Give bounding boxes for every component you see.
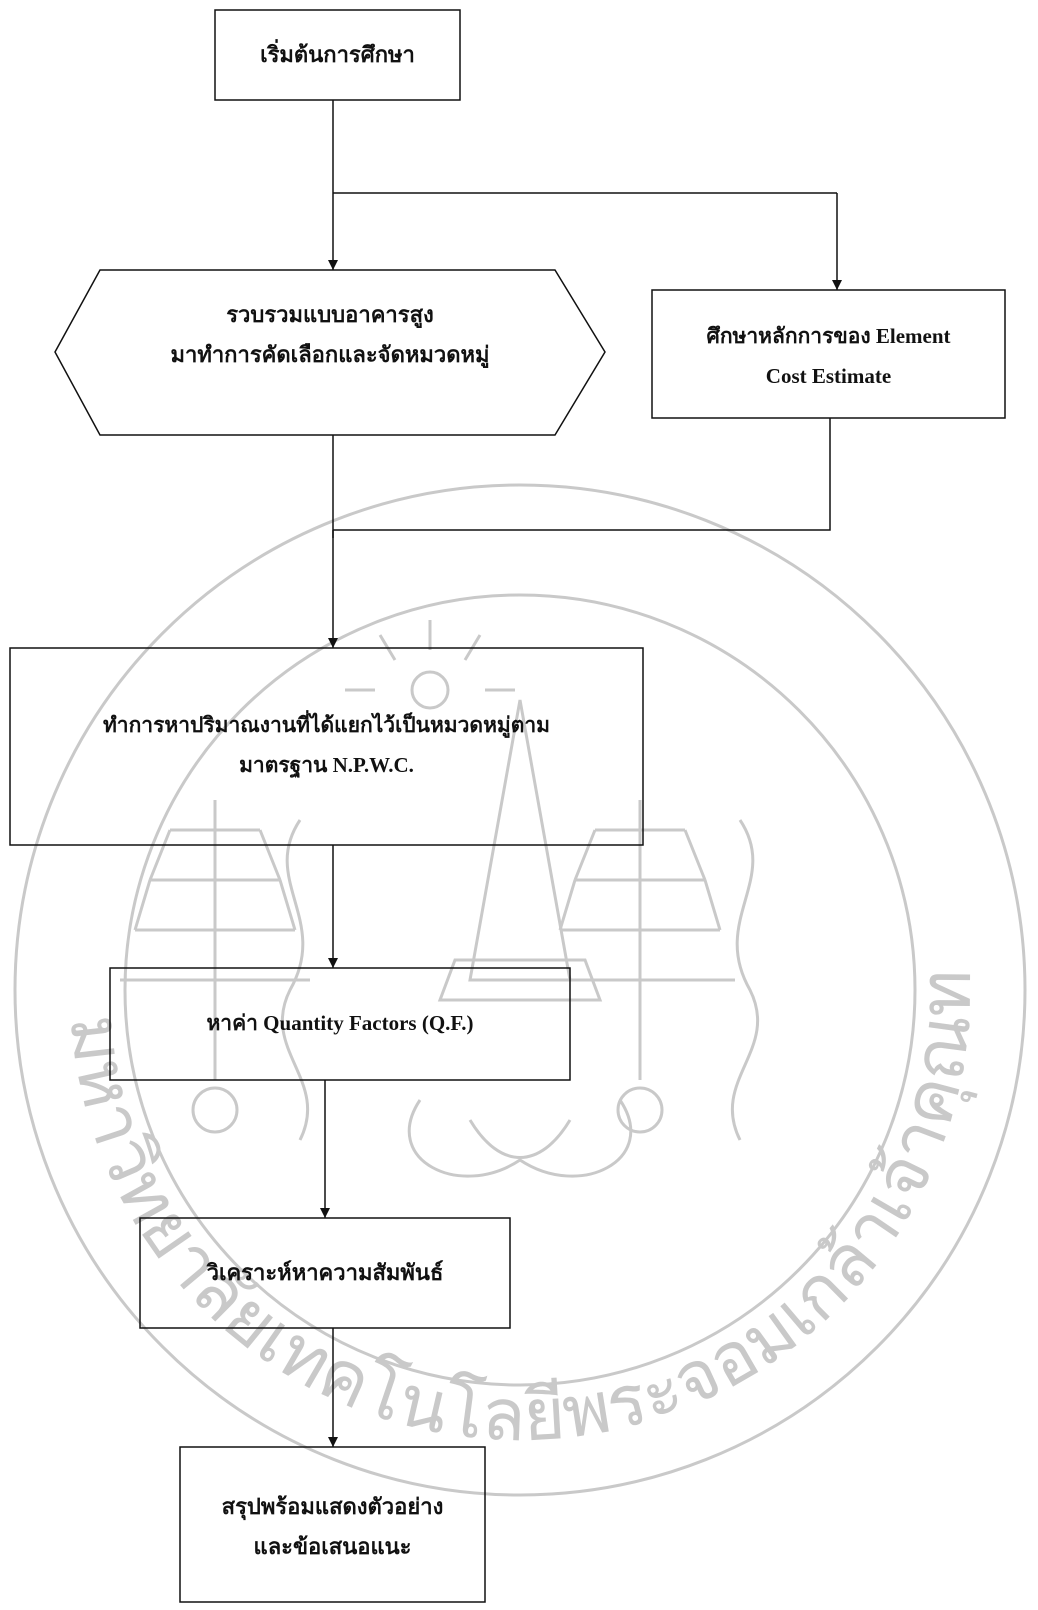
node-qf	[109, 967, 571, 1081]
node-start	[214, 9, 461, 101]
label-start: เริ่มต้นการศึกษา	[260, 42, 415, 67]
label-quantity: ทำการหาปริมาณงานที่ได้แยกไว้เป็นหมวดหมู่…	[102, 713, 551, 777]
node-study	[651, 289, 1006, 419]
label-study: ศึกษาหลักการของ Element Cost Estimate	[706, 324, 951, 388]
label-conclude: สรุปพร้อมแสดงตัวอย่าง และข้อเสนอแนะ	[221, 1494, 444, 1559]
node-quantity	[9, 647, 644, 846]
label-qf: หาค่า Quantity Factors (Q.F.)	[206, 1011, 474, 1035]
edge-from-study	[333, 418, 831, 531]
label-analyze: วิเคราะห์หาความสัมพันธ์	[206, 1260, 444, 1285]
label-collect: รวบรวมแบบอาคารสูง มาทำการคัดเลือกและจัดห…	[170, 302, 490, 367]
node-collect	[54, 269, 606, 436]
